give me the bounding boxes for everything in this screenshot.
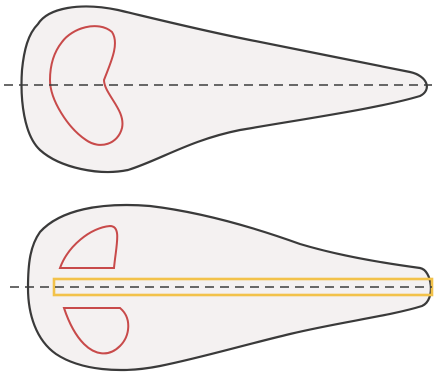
top-panel	[0, 0, 434, 176]
bottom-panel-svg	[0, 196, 434, 376]
top-panel-svg	[0, 0, 434, 176]
bottom-panel	[0, 196, 434, 376]
top-outline-shape	[22, 6, 427, 171]
